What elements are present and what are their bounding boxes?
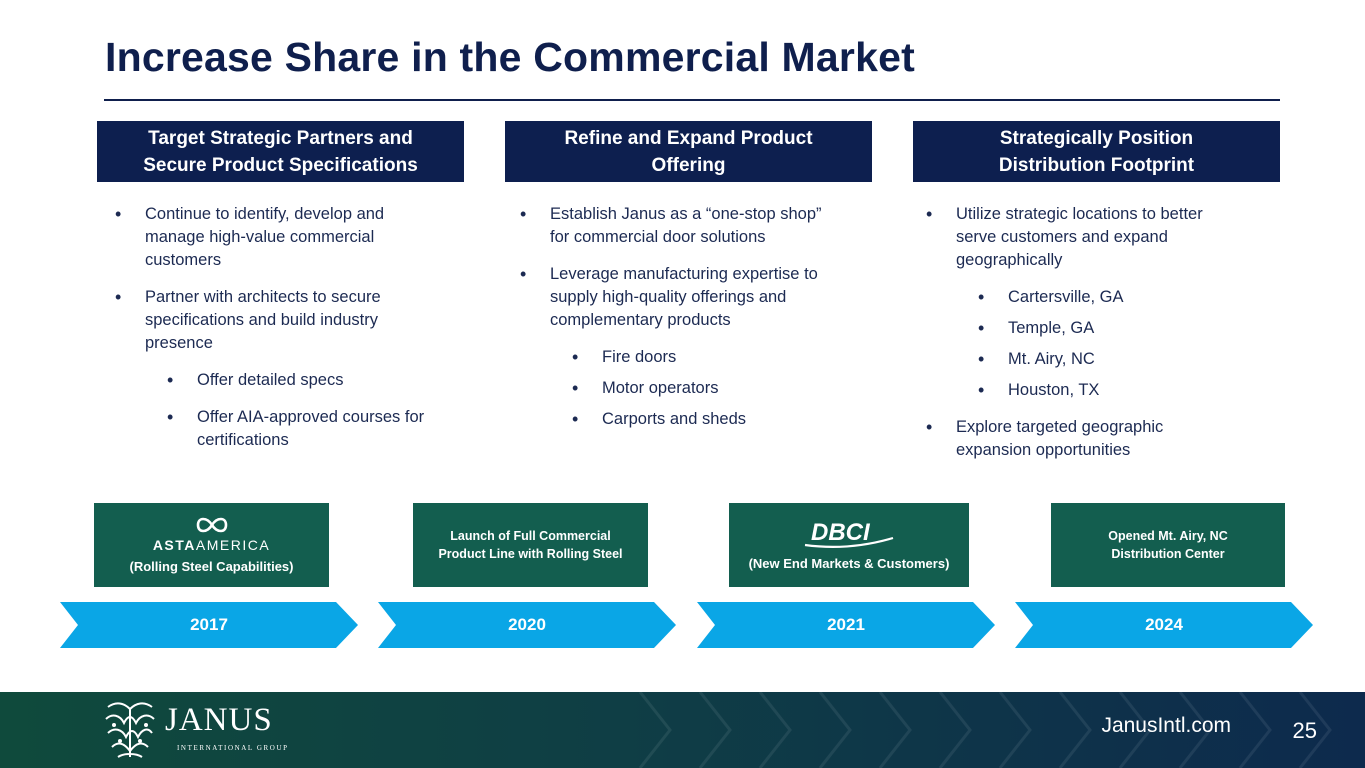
timeline-year: 2020 <box>508 615 546 634</box>
dbci-logo-text: DBCI <box>811 519 871 546</box>
timeline-arrow-2021: 2021 <box>697 602 995 648</box>
column-header-partners: Target Strategic Partners and Secure Pro… <box>97 121 464 182</box>
column-body-partners: Continue to identify, develop and manage… <box>107 203 487 466</box>
sub-list-item: Offer AIA-approved courses for certifica… <box>107 406 487 452</box>
list-item: Utilize strategic locations to better se… <box>918 203 1298 272</box>
milestone-mt-airy: Opened Mt. Airy, NC Distribution Center <box>1051 503 1285 587</box>
column-header-distribution: Strategically Position Distribution Foot… <box>913 121 1280 182</box>
janus-logo-subtitle: INTERNATIONAL GROUP <box>177 744 289 752</box>
sub-list-item: Cartersville, GA <box>918 286 1298 309</box>
page-number: 25 <box>1292 718 1317 743</box>
chevron-pattern-icon <box>638 692 1332 768</box>
milestone-commercial-launch: Launch of Full Commercial Product Line w… <box>413 503 648 587</box>
timeline-arrow-2024: 2024 <box>1015 602 1313 648</box>
list-item: Leverage manufacturing expertise to supp… <box>512 263 892 332</box>
milestone-line: Opened Mt. Airy, NC <box>1108 529 1228 543</box>
milestone-caption: (Rolling Steel Capabilities) <box>129 558 294 574</box>
timeline-arrow-2020: 2020 <box>378 602 676 648</box>
list-item: Continue to identify, develop and manage… <box>107 203 487 272</box>
timeline-year: 2021 <box>827 615 865 634</box>
timeline-arrow-2017: 2017 <box>60 602 358 648</box>
column-header-product: Refine and Expand Product Offering <box>505 121 872 182</box>
milestone-dbci: DBCI (New End Markets & Customers) <box>729 503 969 587</box>
column-header-line: Distribution Footprint <box>998 154 1195 176</box>
asta-america-wordmark: ASTAAMERICA <box>152 536 271 553</box>
column-body-distribution: Utilize strategic locations to better se… <box>918 203 1298 476</box>
asta-america-logo-icon <box>196 517 227 532</box>
column-header-line: Offering <box>651 154 726 176</box>
column-header-line: Strategically Position <box>999 127 1194 149</box>
milestone-line: Product Line with Rolling Steel <box>438 547 623 561</box>
sub-list-item: Temple, GA <box>918 317 1298 340</box>
column-header-line: Secure Product Specifications <box>143 154 418 176</box>
page-title: Increase Share in the Commercial Market <box>105 34 915 80</box>
title-divider <box>104 99 1280 101</box>
footer-website-link[interactable]: JanusIntl.com <box>1101 714 1231 737</box>
list-item: Explore targeted geographic expansion op… <box>918 416 1298 462</box>
sub-list-item: Houston, TX <box>918 379 1298 402</box>
column-header-line: Target Strategic Partners and <box>148 127 413 149</box>
janus-logo: JANUS INTERNATIONAL GROUP <box>165 700 287 752</box>
milestone-line: Launch of Full Commercial <box>450 529 611 543</box>
sub-list-item: Carports and sheds <box>512 408 892 431</box>
janus-crest-icon <box>105 702 155 758</box>
sub-list-item: Offer detailed specs <box>107 369 487 392</box>
sub-list-item: Mt. Airy, NC <box>918 348 1298 371</box>
footer-bar: JANUS INTERNATIONAL GROUP JanusIntl.com … <box>0 692 1365 768</box>
column-header-line: Refine and Expand Product <box>564 127 813 149</box>
list-item: Partner with architects to secure specif… <box>107 286 487 355</box>
milestone-asta-america: ASTAAMERICA (Rolling Steel Capabilities) <box>94 503 329 587</box>
sub-list-item: Motor operators <box>512 377 892 400</box>
sub-list-item: Fire doors <box>512 346 892 369</box>
column-body-product: Establish Janus as a “one-stop shop” for… <box>512 203 892 439</box>
list-item: Establish Janus as a “one-stop shop” for… <box>512 203 892 249</box>
milestone-caption: (New End Markets & Customers) <box>748 555 950 571</box>
janus-logo-word: JANUS <box>165 702 273 738</box>
timeline-year: 2024 <box>1145 615 1183 634</box>
timeline-year: 2017 <box>190 615 228 634</box>
dbci-logo-icon: DBCI <box>804 519 894 548</box>
milestone-line: Distribution Center <box>1111 547 1225 561</box>
